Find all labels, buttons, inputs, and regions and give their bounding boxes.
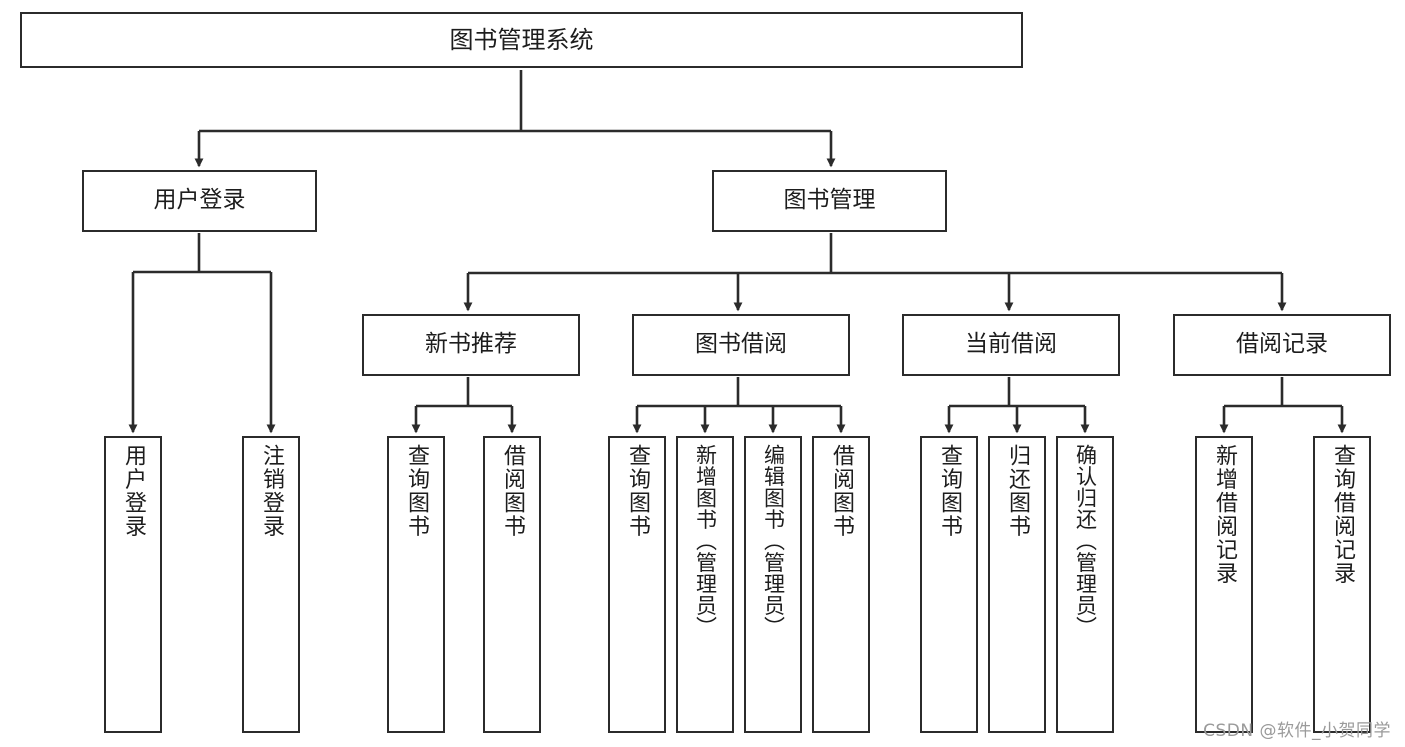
node-label: 编辑图书（管理员） — [761, 444, 786, 638]
node-book-borrowing[interactable]: 图书借阅 — [632, 314, 850, 376]
node-label: 新书推荐 — [425, 331, 517, 358]
node-label: 确认归还（管理员） — [1073, 444, 1098, 638]
node-book-management[interactable]: 图书管理 — [712, 170, 947, 232]
node-user-login[interactable]: 用户登录 — [82, 170, 317, 232]
node-label: 查询图书 — [404, 444, 429, 538]
leaf-confirm-return-admin[interactable]: 确认归还（管理员） — [1056, 436, 1114, 733]
node-label: 归还图书 — [1005, 444, 1030, 538]
leaf-query-book-borrow[interactable]: 查询图书 — [608, 436, 666, 733]
leaf-return-book[interactable]: 归还图书 — [988, 436, 1046, 733]
leaf-edit-book-admin[interactable]: 编辑图书（管理员） — [744, 436, 802, 733]
node-label: 借阅图书 — [500, 444, 525, 538]
node-label: 查询图书 — [937, 444, 962, 538]
node-label: 借阅图书 — [829, 444, 854, 538]
leaf-query-book-new-rec[interactable]: 查询图书 — [387, 436, 445, 733]
node-borrowing-record[interactable]: 借阅记录 — [1173, 314, 1391, 376]
node-label: 新增图书（管理员） — [693, 444, 718, 638]
node-label: 图书借阅 — [695, 331, 787, 358]
node-label: 注销登录 — [259, 444, 284, 538]
leaf-logout-login[interactable]: 注销登录 — [242, 436, 300, 733]
watermark-text: CSDN @软件_小贺同学 — [1203, 721, 1391, 741]
node-label: 查询借阅记录 — [1330, 444, 1355, 585]
node-label: 图书管理系统 — [449, 25, 594, 54]
leaf-query-book-current[interactable]: 查询图书 — [920, 436, 978, 733]
leaf-borrow-book[interactable]: 借阅图书 — [812, 436, 870, 733]
node-current-borrowing[interactable]: 当前借阅 — [902, 314, 1120, 376]
node-label: 当前借阅 — [965, 331, 1057, 358]
leaf-add-borrow-record[interactable]: 新增借阅记录 — [1195, 436, 1253, 733]
leaf-borrow-book-new-rec[interactable]: 借阅图书 — [483, 436, 541, 733]
node-label: 查询图书 — [625, 444, 650, 538]
node-label: 新增借阅记录 — [1212, 444, 1237, 585]
leaf-query-borrow-record[interactable]: 查询借阅记录 — [1313, 436, 1371, 733]
node-root-book-management-system[interactable]: 图书管理系统 — [20, 12, 1023, 68]
leaf-add-book-admin[interactable]: 新增图书（管理员） — [676, 436, 734, 733]
leaf-user-login[interactable]: 用户登录 — [104, 436, 162, 733]
node-label: 用户登录 — [153, 187, 246, 214]
node-label: 图书管理 — [783, 187, 876, 214]
node-new-book-recommendation[interactable]: 新书推荐 — [362, 314, 580, 376]
node-label: 借阅记录 — [1236, 331, 1328, 358]
node-label: 用户登录 — [121, 444, 146, 538]
